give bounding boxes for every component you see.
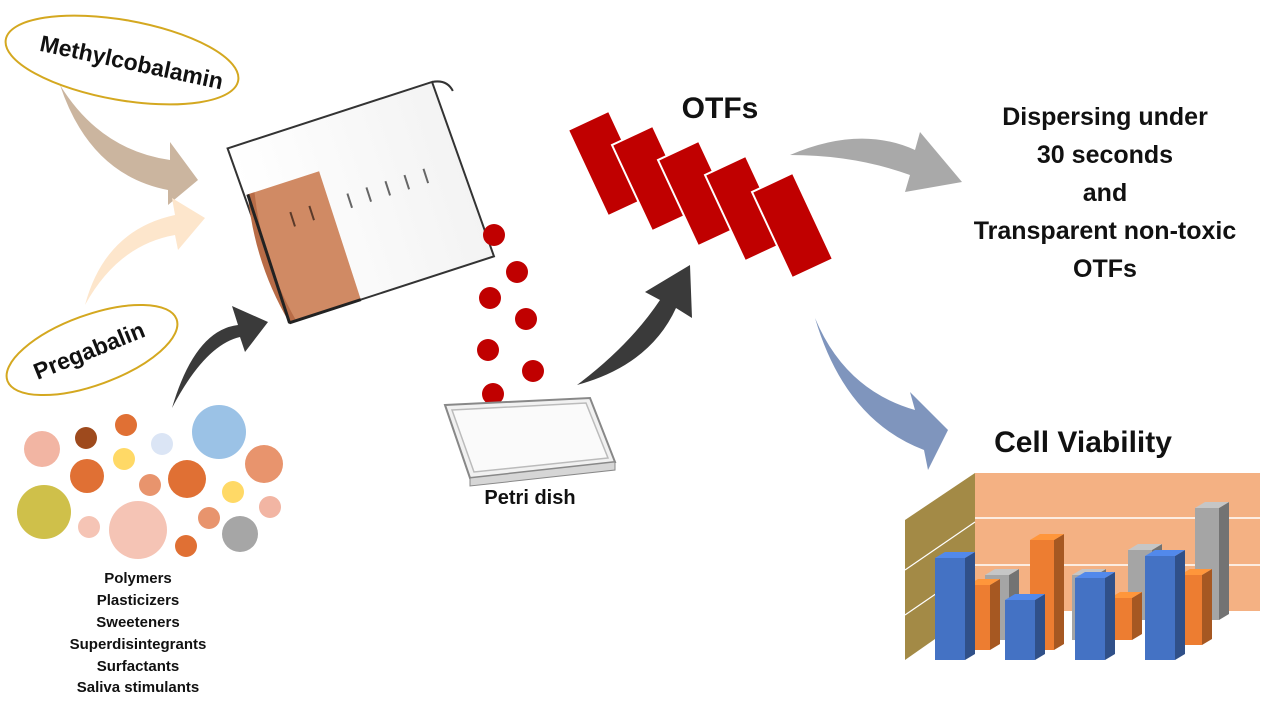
drop — [483, 224, 505, 246]
chart-bar-top — [1128, 544, 1162, 550]
particle — [78, 516, 100, 538]
drop — [479, 287, 501, 309]
particle — [259, 496, 281, 518]
chart-bars — [935, 502, 1229, 660]
pregabalin-arrow — [85, 198, 205, 305]
chart-bar — [1005, 600, 1035, 660]
beaker — [226, 80, 496, 325]
petri-dish-label: Petri dish — [484, 487, 575, 509]
particle — [109, 501, 167, 559]
chart-bar-top — [1180, 569, 1212, 575]
excipients-to-beaker-arrow — [172, 306, 268, 408]
chart-bar-side — [1105, 572, 1115, 660]
pregabalin-ellipse: Pregabalin — [5, 303, 179, 397]
outcome-line: OTFs — [1073, 255, 1137, 283]
otfs-title: OTFs — [682, 92, 759, 125]
chart-bar-top — [985, 569, 1019, 575]
particle — [70, 459, 104, 493]
cell-viability-title: Cell Viability — [994, 426, 1172, 459]
chart-bar — [1075, 578, 1105, 660]
otfs-to-outcome-arrow — [790, 132, 962, 192]
chart-bar-side — [965, 552, 975, 660]
particle — [139, 474, 161, 496]
chart-bar-side — [1219, 502, 1229, 620]
excipient-list: Polymers Plasticizers Sweeteners Superdi… — [70, 570, 207, 696]
outcome-line: 30 seconds — [1037, 141, 1173, 169]
drop — [477, 339, 499, 361]
drop — [506, 261, 528, 283]
methylcobalamin-ellipse: Methylcobalamin — [4, 14, 240, 106]
chart-bar-top — [968, 579, 1000, 585]
excipient-item: Plasticizers — [97, 592, 180, 609]
chart-bar-top — [1005, 594, 1045, 600]
outcome-line: Dispersing under — [1002, 103, 1208, 131]
outcome-line: Transparent non-toxic — [974, 217, 1237, 245]
particle — [115, 414, 137, 436]
excipient-item: Surfactants — [97, 658, 180, 675]
chart-bar-side — [990, 579, 1000, 650]
chart-bar — [1180, 575, 1202, 645]
otfs-to-viability-arrow — [815, 318, 948, 470]
particle — [175, 535, 197, 557]
outcome-line: and — [1083, 179, 1127, 207]
chart-bar-side — [1175, 550, 1185, 660]
otf-film — [750, 171, 835, 280]
chart-bar-top — [1145, 550, 1185, 556]
chart-bar-top — [1110, 592, 1142, 598]
particle — [222, 516, 258, 552]
excipient-item: Saliva stimulants — [77, 679, 200, 696]
particle — [17, 485, 71, 539]
particle — [75, 427, 97, 449]
red-drops — [477, 224, 544, 405]
particle — [245, 445, 283, 483]
particle — [222, 481, 244, 503]
methylcobalamin-arrow — [60, 85, 198, 205]
petri-dish — [443, 396, 617, 487]
excipient-particles — [17, 405, 283, 559]
chart-bar-side — [1202, 569, 1212, 645]
particle — [168, 460, 206, 498]
chart-bar — [1110, 598, 1132, 640]
chart-bar — [1145, 556, 1175, 660]
drop — [515, 308, 537, 330]
outcome-text: Dispersing under 30 seconds and Transpar… — [974, 103, 1237, 283]
petri-to-otfs-arrow — [577, 265, 692, 385]
excipient-item: Sweeteners — [96, 614, 179, 631]
chart-bar-side — [1132, 592, 1142, 640]
excipient-item: Superdisintegrants — [70, 636, 207, 653]
cell-viability-chart — [904, 473, 1260, 660]
particle — [151, 433, 173, 455]
particle — [24, 431, 60, 467]
particle — [192, 405, 246, 459]
otf-films — [566, 109, 835, 280]
chart-bar-top — [1030, 534, 1064, 540]
chart-bar-top — [935, 552, 975, 558]
chart-bar-top — [1075, 572, 1115, 578]
excipient-item: Polymers — [104, 570, 172, 587]
particle — [198, 507, 220, 529]
chart-bar-side — [1054, 534, 1064, 650]
drop — [482, 383, 504, 405]
chart-bar — [935, 558, 965, 660]
particle — [113, 448, 135, 470]
chart-bar-side — [1035, 594, 1045, 660]
chart-bar-top — [1195, 502, 1229, 508]
drop — [522, 360, 544, 382]
